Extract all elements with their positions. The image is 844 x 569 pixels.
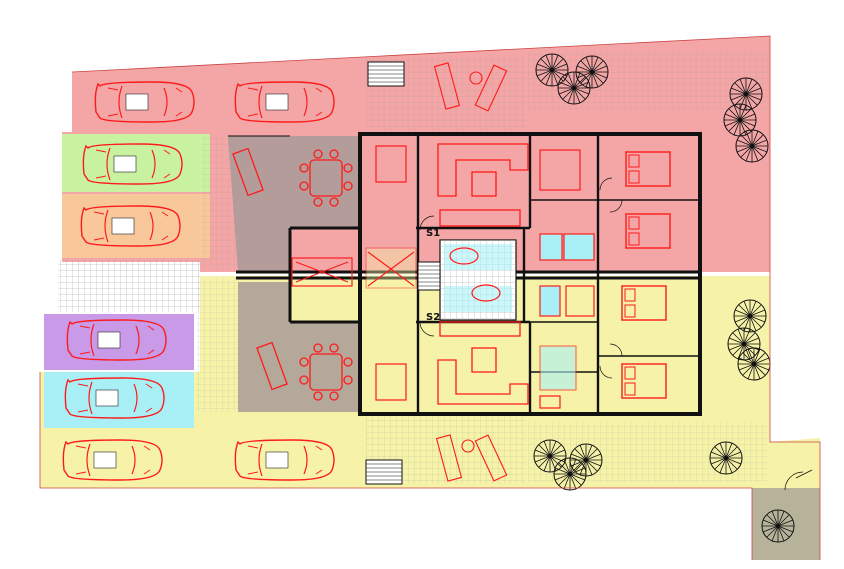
tree-icon [533, 439, 567, 473]
annex-grey [752, 488, 820, 560]
terrace-grid-right-top [528, 52, 768, 110]
dining-table-icon [232, 147, 353, 401]
dining-table-icon [291, 145, 417, 401]
tree-icon [735, 129, 769, 163]
parking-grid [58, 260, 200, 312]
tree-icon [553, 457, 587, 491]
tree-icon [535, 53, 569, 87]
terrace-grey-s1 [228, 136, 360, 272]
terrace-hatch-top [202, 134, 236, 270]
stair-icon [439, 239, 517, 321]
site-boundary [39, 35, 821, 560]
stair-left [417, 261, 441, 291]
terrace-hatch-bottom [196, 278, 238, 412]
parking-cyan [44, 372, 194, 428]
tree-icon [727, 327, 761, 361]
sofa-icon [437, 143, 529, 405]
building-walls [228, 132, 702, 416]
tree-icon [575, 55, 609, 89]
tree-icon [709, 441, 743, 475]
lounge-furniture [433, 62, 508, 482]
parking-orange [62, 194, 210, 258]
tree-icon [737, 347, 771, 381]
tree-icon [761, 509, 795, 543]
tree-icon [733, 299, 767, 333]
door-swing-icon [419, 177, 813, 491]
tree-icon [723, 103, 757, 137]
bathroom-fixtures [539, 149, 595, 409]
tree-icon [557, 71, 591, 105]
stairwell-label-s2: S2 [426, 312, 440, 323]
stairwell-label-s1: S1 [426, 228, 440, 239]
stair-icon [365, 61, 405, 485]
